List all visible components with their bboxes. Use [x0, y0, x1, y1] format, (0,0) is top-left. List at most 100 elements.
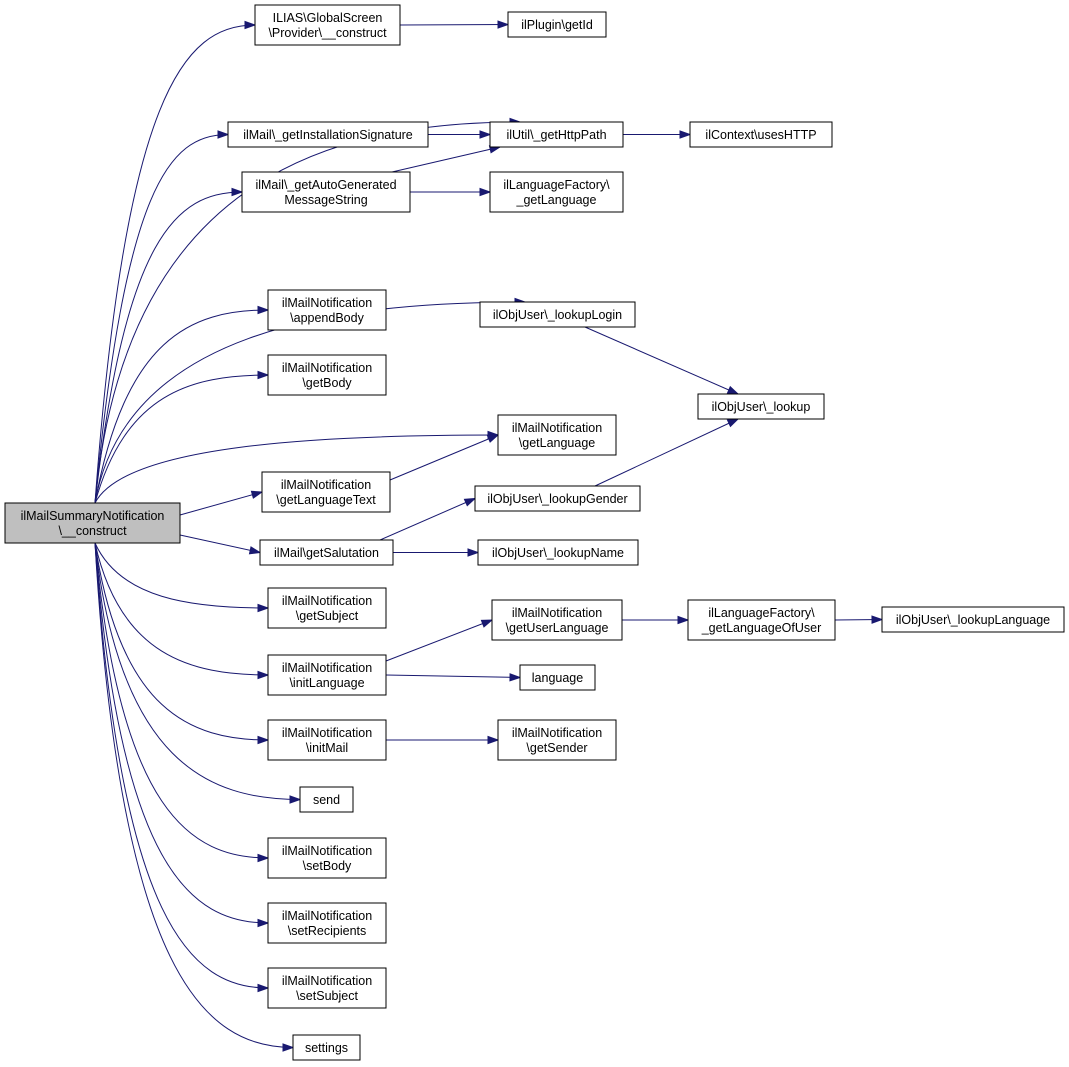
node-lookup-gender[interactable]: ilObjUser\_lookupGender: [474, 485, 641, 512]
node-label: \__construct: [58, 524, 127, 538]
node-label: ilPlugin\getId: [521, 18, 593, 32]
edge-lookup-login-to-lookup: [584, 326, 740, 395]
node-append-body[interactable]: ilMailNotification\appendBody: [267, 289, 387, 331]
node-box: [227, 121, 429, 148]
node-label: \appendBody: [290, 311, 364, 325]
node-root[interactable]: ilMailSummaryNotification\__construct: [4, 502, 181, 544]
node-language[interactable]: language: [519, 664, 596, 691]
edge-lookup-gender-to-lookup: [594, 418, 740, 487]
arrowhead: [726, 385, 740, 395]
edge-root-to-get-salutation: [179, 534, 262, 555]
node-box: [254, 4, 401, 46]
edge-line: [594, 418, 739, 487]
edge-line: [385, 619, 493, 662]
node-get-user-lang[interactable]: ilMailNotification\getUserLanguage: [491, 599, 623, 641]
node-label: \setSubject: [296, 989, 358, 1003]
node-get-language[interactable]: ilMailNotification\getLanguage: [497, 414, 617, 456]
node-init-language[interactable]: ilMailNotification\initLanguage: [267, 654, 387, 696]
edge-get-salutation-to-lookup-name: [393, 548, 480, 557]
node-get-lang-text[interactable]: ilMailNotification\getLanguageText: [261, 471, 391, 513]
node-label: language: [532, 671, 583, 685]
node-label: \getLanguage: [519, 436, 596, 450]
node-label: ilObjUser\_lookup: [712, 400, 811, 414]
node-lang-of-user[interactable]: ilLanguageFactory\_getLanguageOfUser: [687, 599, 836, 641]
arrowhead: [257, 370, 270, 380]
node-box: [479, 301, 636, 328]
node-label: send: [313, 793, 340, 807]
edge-line: [94, 134, 229, 504]
node-box: [267, 967, 387, 1009]
edge-root-to-get-install-sig: [94, 130, 230, 504]
node-set-subject[interactable]: ilMailNotification\setSubject: [267, 967, 387, 1009]
arrowhead: [480, 619, 494, 628]
node-label: \setRecipients: [288, 924, 367, 938]
node-label: \initMail: [306, 741, 348, 755]
node-lookup-name[interactable]: ilObjUser\_lookupName: [477, 539, 639, 566]
node-lookup-language[interactable]: ilObjUser\_lookupLanguage: [881, 606, 1065, 633]
node-label: \setBody: [303, 859, 352, 873]
edge-auto-msg-to-lang-factory-get: [410, 187, 492, 197]
edge-get-user-lang-to-lang-of-user: [622, 615, 690, 625]
node-box: [497, 719, 617, 761]
node-box: [497, 414, 617, 456]
edge-line: [94, 374, 269, 504]
edge-get-salutation-to-lookup-gender: [379, 497, 477, 541]
arrowhead: [487, 735, 500, 745]
edge-line: [94, 309, 269, 504]
node-label: ilMailNotification: [282, 726, 372, 740]
node-box: [241, 171, 411, 213]
arrowhead: [257, 918, 270, 928]
node-get-salutation[interactable]: ilMail\getSalutation: [259, 539, 394, 566]
node-label: MessageString: [284, 193, 367, 207]
node-box: [267, 654, 387, 696]
node-lang-factory-get[interactable]: ilLanguageFactory\_getLanguage: [489, 171, 624, 213]
node-label: \getLanguageText: [276, 493, 376, 507]
edge-line: [389, 434, 499, 481]
arrowhead: [486, 434, 500, 443]
node-label: settings: [305, 1041, 348, 1055]
node-lookup-login[interactable]: ilObjUser\_lookupLogin: [479, 301, 636, 328]
arrowhead: [463, 497, 477, 507]
edge-root-to-init-language: [94, 542, 270, 680]
node-box: [267, 289, 387, 331]
node-label: ilUtil\_getHttpPath: [506, 128, 606, 142]
node-settings[interactable]: settings: [292, 1034, 361, 1061]
edge-line: [391, 146, 501, 173]
node-box: [474, 485, 641, 512]
node-label: ilMail\getSalutation: [274, 546, 379, 560]
node-label: ilMailNotification: [512, 606, 602, 620]
edge-line: [94, 542, 269, 859]
node-init-mail[interactable]: ilMailNotification\initMail: [267, 719, 387, 761]
node-box: [489, 171, 624, 213]
edge-line: [179, 534, 261, 553]
node-uses-http[interactable]: ilContext\usesHTTP: [689, 121, 833, 148]
node-set-body[interactable]: ilMailNotification\setBody: [267, 837, 387, 879]
edge-get-lang-text-to-get-language: [389, 434, 500, 481]
node-box: [259, 539, 394, 566]
node-get-body[interactable]: ilMailNotification\getBody: [267, 354, 387, 396]
node-http-path[interactable]: ilUtil\_getHttpPath: [489, 121, 624, 148]
node-get-sender[interactable]: ilMailNotification\getSender: [497, 719, 617, 761]
node-gs-construct[interactable]: ILIAS\GlobalScreen\Provider\__construct: [254, 4, 401, 46]
node-label: ilMail\_getAutoGenerated: [255, 178, 396, 192]
edge-root-to-settings: [94, 542, 295, 1052]
node-set-recipients[interactable]: ilMailNotification\setRecipients: [267, 902, 387, 944]
edge-root-to-get-subject: [94, 542, 270, 613]
node-label: ilLanguageFactory\: [708, 606, 815, 620]
node-get-install-sig[interactable]: ilMail\_getInstallationSignature: [227, 121, 429, 148]
node-lookup[interactable]: ilObjUser\_lookup: [697, 393, 825, 420]
node-box: [267, 719, 387, 761]
edge-line: [94, 542, 269, 741]
node-plugin-getid[interactable]: ilPlugin\getId: [507, 11, 607, 38]
node-box: [697, 393, 825, 420]
arrowhead: [257, 983, 270, 993]
node-label: ilObjUser\_lookupGender: [487, 492, 627, 506]
node-box: [689, 121, 833, 148]
node-send[interactable]: send: [299, 786, 354, 813]
edge-root-to-set-recipients: [94, 542, 270, 928]
edge-line: [94, 301, 526, 504]
node-label: ilMailNotification: [282, 296, 372, 310]
node-get-subject[interactable]: ilMailNotification\getSubject: [267, 587, 387, 629]
